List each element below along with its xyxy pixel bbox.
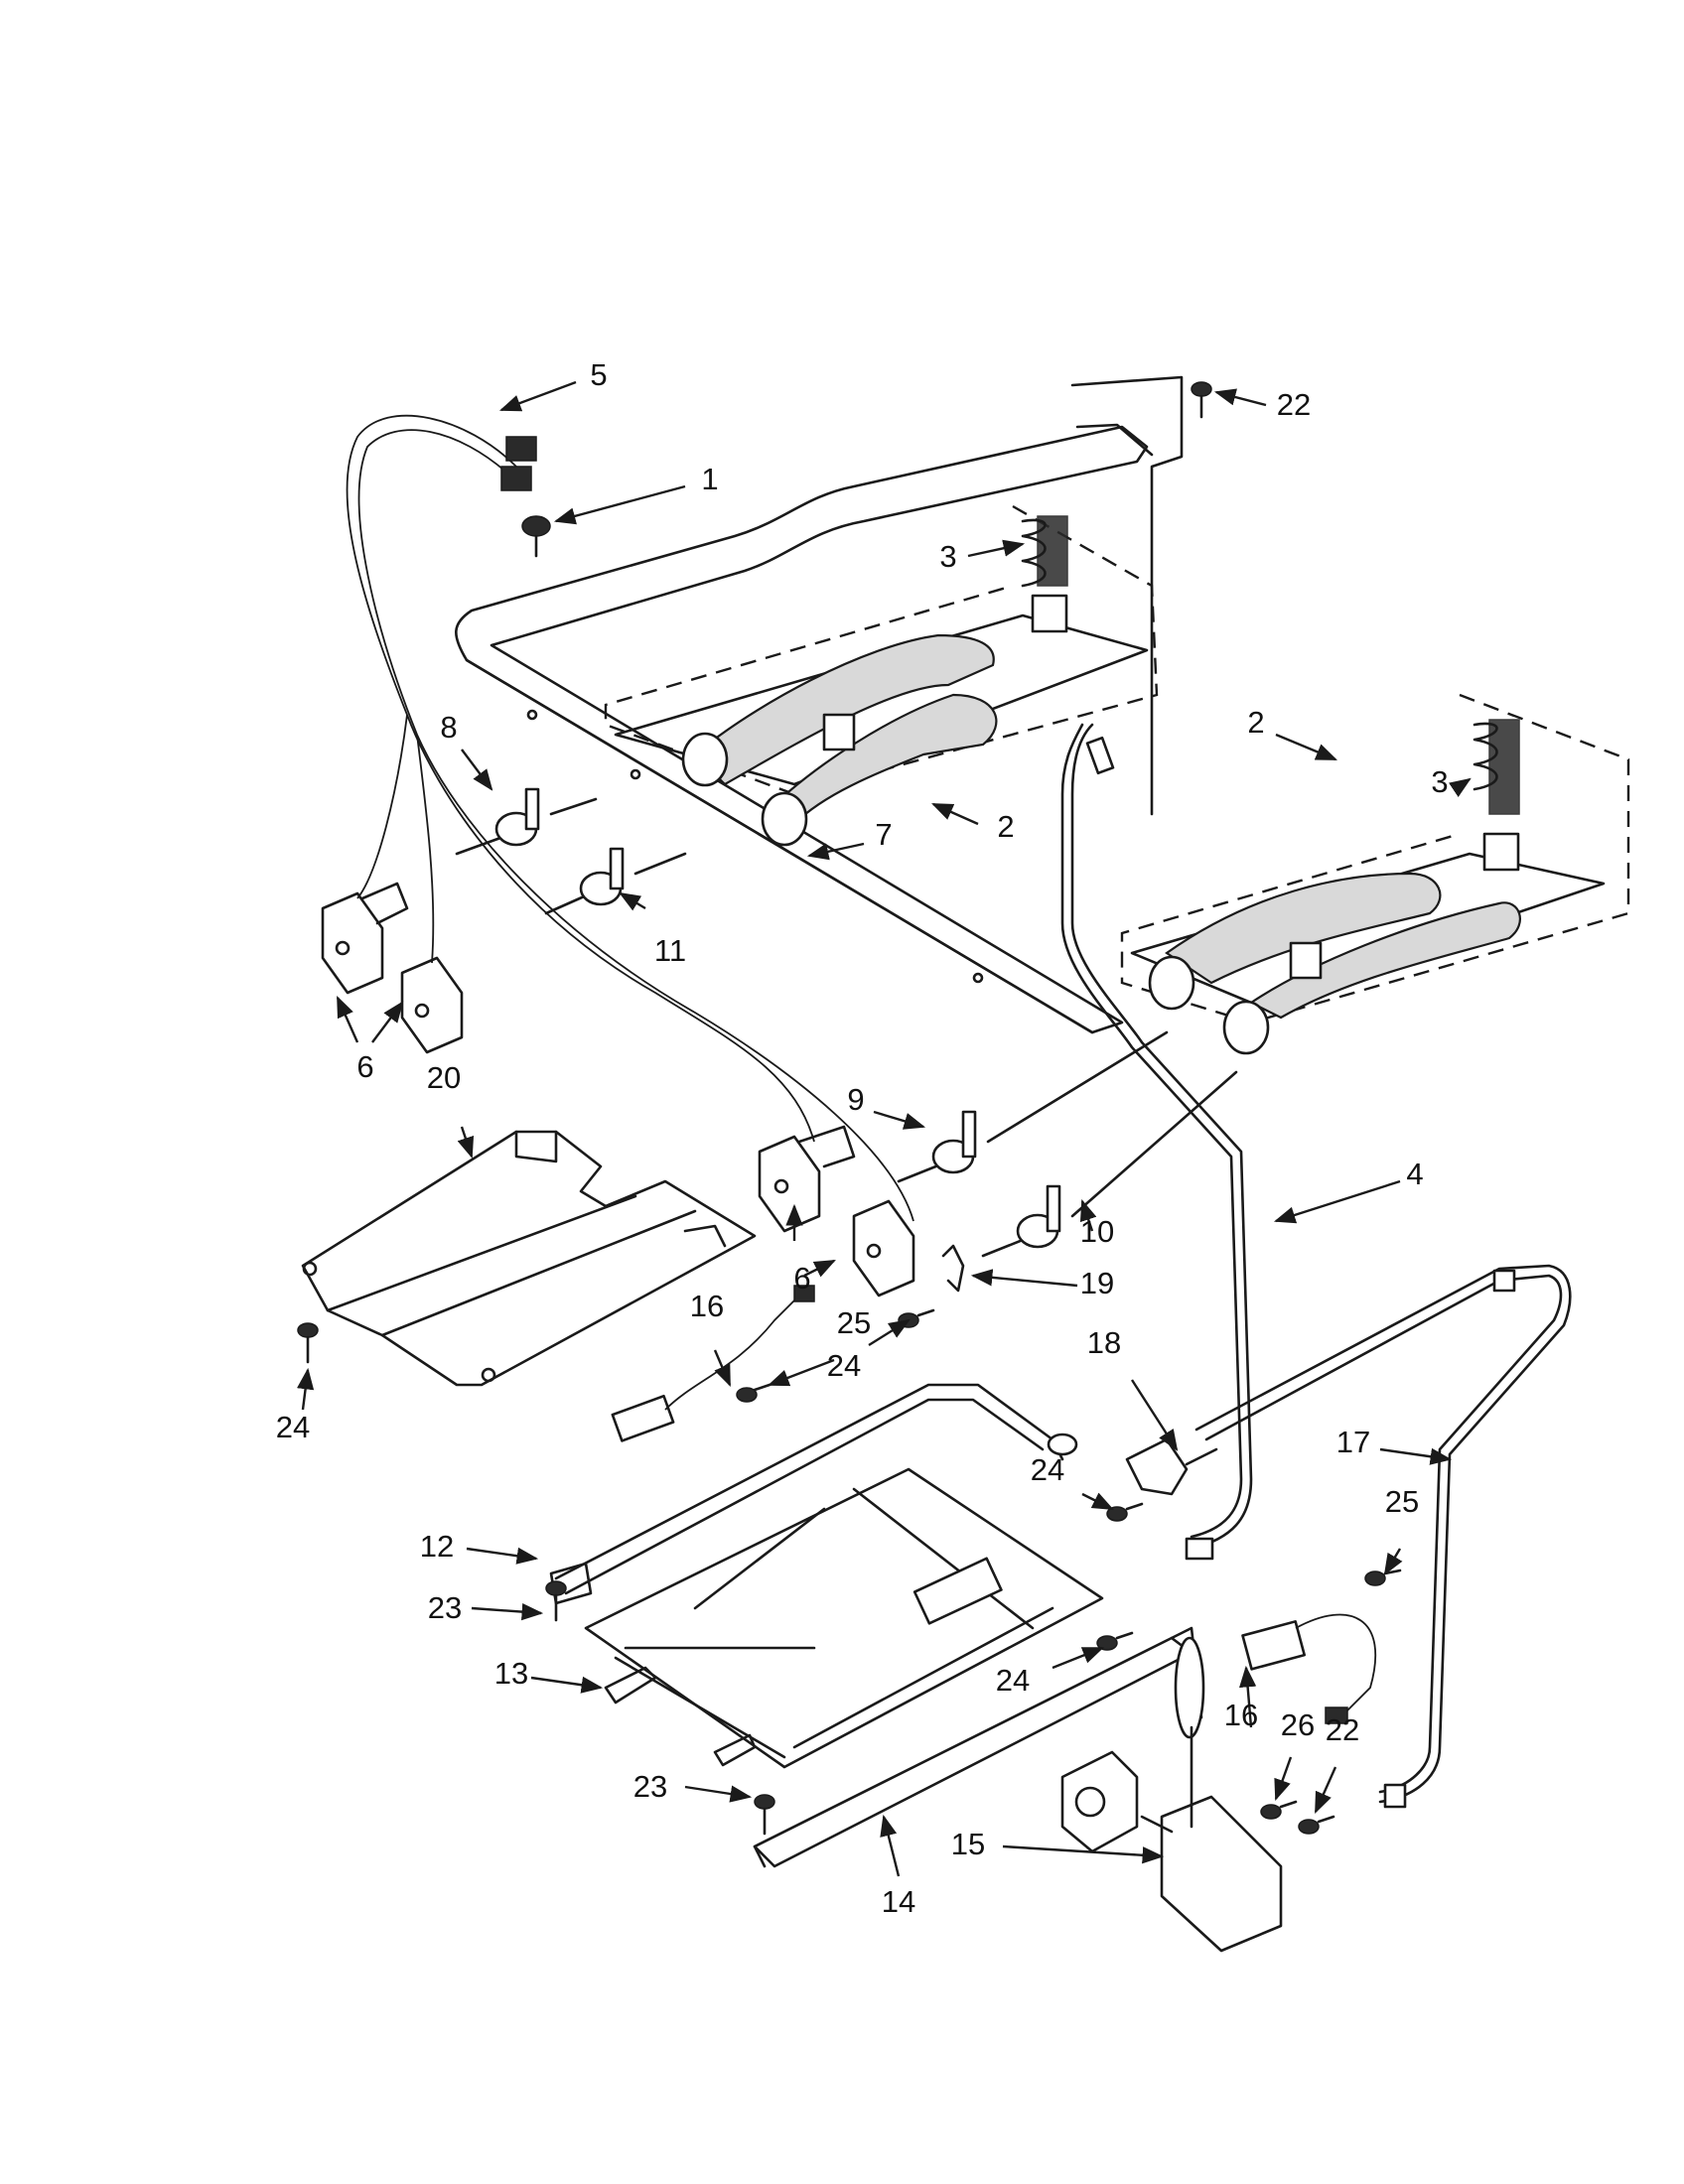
screw-23-upper <box>545 1580 567 1622</box>
screw-26 <box>1260 1800 1298 1820</box>
igniter-switch-center-1 <box>758 1125 856 1233</box>
callout-9: 9 <box>847 1082 864 1117</box>
flame-spreader-plate <box>584 1467 1104 1769</box>
callout-24-upper: 24 <box>827 1348 861 1383</box>
heat-shield-20 <box>301 1130 757 1387</box>
callout-25-lower: 25 <box>1385 1484 1419 1519</box>
callout-24-left: 24 <box>276 1410 310 1444</box>
callout-24-lower: 24 <box>996 1663 1030 1698</box>
screw-24-middle <box>1106 1502 1144 1522</box>
callout-labels: 5 1 22 3 2 3 8 2 7 11 6 20 9 4 10 6 19 1… <box>276 357 1449 1919</box>
callout-7: 7 <box>875 817 892 852</box>
igniter-16-lower <box>1241 1613 1376 1724</box>
burner-assembly-upper <box>604 504 1159 847</box>
valve-8 <box>455 787 598 856</box>
screw-22-lower <box>1298 1815 1335 1835</box>
igniter-switch-upper-left <box>321 882 409 995</box>
wiring-harness <box>346 414 914 1222</box>
callout-10: 10 <box>1080 1214 1114 1249</box>
callout-24-middle: 24 <box>1031 1452 1064 1487</box>
burner-assembly-right <box>1120 693 1630 1055</box>
callout-25-upper: 25 <box>837 1305 871 1340</box>
screw-24-lower <box>1096 1631 1134 1651</box>
screw-25-upper <box>736 1383 772 1403</box>
callout-1: 1 <box>701 462 718 496</box>
callout-16-upper: 16 <box>690 1289 724 1323</box>
callout-14: 14 <box>882 1884 915 1919</box>
callout-2-upper: 2 <box>997 809 1014 844</box>
leader-lines <box>297 380 1472 1877</box>
callout-6-center: 6 <box>793 1261 810 1296</box>
screw-25-lower <box>1364 1569 1402 1586</box>
clip-19 <box>941 1244 965 1293</box>
orifice-18 <box>1125 1437 1218 1496</box>
callout-5: 5 <box>590 357 607 392</box>
callout-22-top: 22 <box>1277 387 1311 422</box>
callout-17: 17 <box>1336 1425 1370 1459</box>
valve-11 <box>544 847 687 915</box>
callout-11: 11 <box>654 933 686 968</box>
callout-19: 19 <box>1080 1266 1114 1300</box>
igniter-switch-center-2 <box>852 1199 915 1297</box>
gas-line-4 <box>1060 723 1253 1561</box>
spring-3-upper <box>1021 518 1047 588</box>
valve-9 <box>897 1030 1169 1183</box>
callout-3-right: 3 <box>1431 764 1448 799</box>
callout-22-lower: 22 <box>1326 1712 1359 1747</box>
callout-16-lower: 16 <box>1224 1698 1258 1732</box>
callout-15: 15 <box>951 1827 985 1861</box>
callout-26: 26 <box>1281 1707 1315 1742</box>
broil-burner-12 <box>549 1383 1078 1605</box>
callout-12: 12 <box>420 1529 454 1564</box>
spring-3-right <box>1473 722 1498 791</box>
gas-line-17 <box>1194 1264 1572 1809</box>
callout-18: 18 <box>1087 1325 1121 1360</box>
valve-10 <box>981 1070 1238 1258</box>
bracket-13 <box>604 1666 757 1767</box>
igniter-switch-lower-left <box>400 956 464 1054</box>
bake-burner-14 <box>753 1626 1205 1868</box>
screw-1 <box>521 515 551 558</box>
callout-2-right-top: 2 <box>1247 705 1264 740</box>
callout-20: 20 <box>427 1060 461 1095</box>
callout-6-left: 6 <box>356 1049 373 1084</box>
callout-8: 8 <box>440 710 457 745</box>
callout-13: 13 <box>494 1656 528 1691</box>
screw-22-upper <box>1191 381 1212 419</box>
manifold-pipe <box>455 375 1184 1034</box>
screw-24-heat-shield <box>297 1322 319 1364</box>
callout-23-lower: 23 <box>633 1769 667 1804</box>
callout-3-upper: 3 <box>939 539 956 574</box>
gas-regulator-15 <box>1060 1725 1283 1953</box>
callout-23-upper: 23 <box>428 1590 462 1625</box>
screw-23-lower <box>754 1794 775 1836</box>
screw-24-upper <box>898 1308 935 1328</box>
callout-4: 4 <box>1406 1157 1423 1191</box>
